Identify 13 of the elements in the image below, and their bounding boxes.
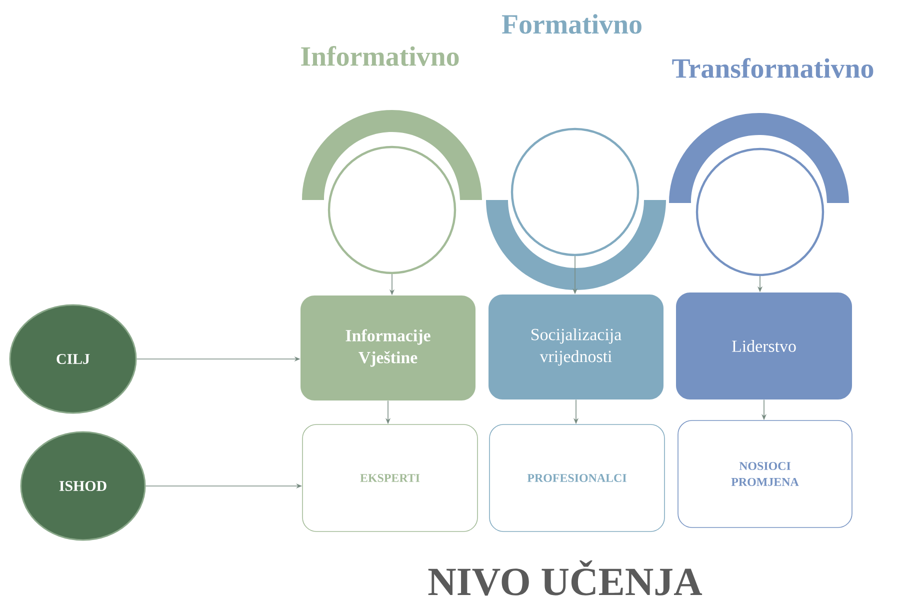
stage-heading: Formativno [502, 14, 642, 34]
outcome-box: PROFESIONALCI [489, 424, 665, 532]
ring-circle [510, 128, 640, 256]
process-box: Liderstvo [676, 292, 852, 400]
process-box: Socijalizacija vrijednosti [488, 294, 664, 400]
outcome-box: EKSPERTI [302, 424, 478, 532]
ring-circle [696, 148, 824, 276]
ring-circle [328, 146, 456, 274]
stage-heading: Transformativno [672, 58, 874, 78]
process-box: Informacije Vještine [300, 296, 476, 400]
caption: NIVO UČENJA [428, 560, 702, 596]
outcome-box: NOSIOCI PROMJENA [678, 420, 852, 528]
stage-heading: Informativno [301, 46, 459, 66]
